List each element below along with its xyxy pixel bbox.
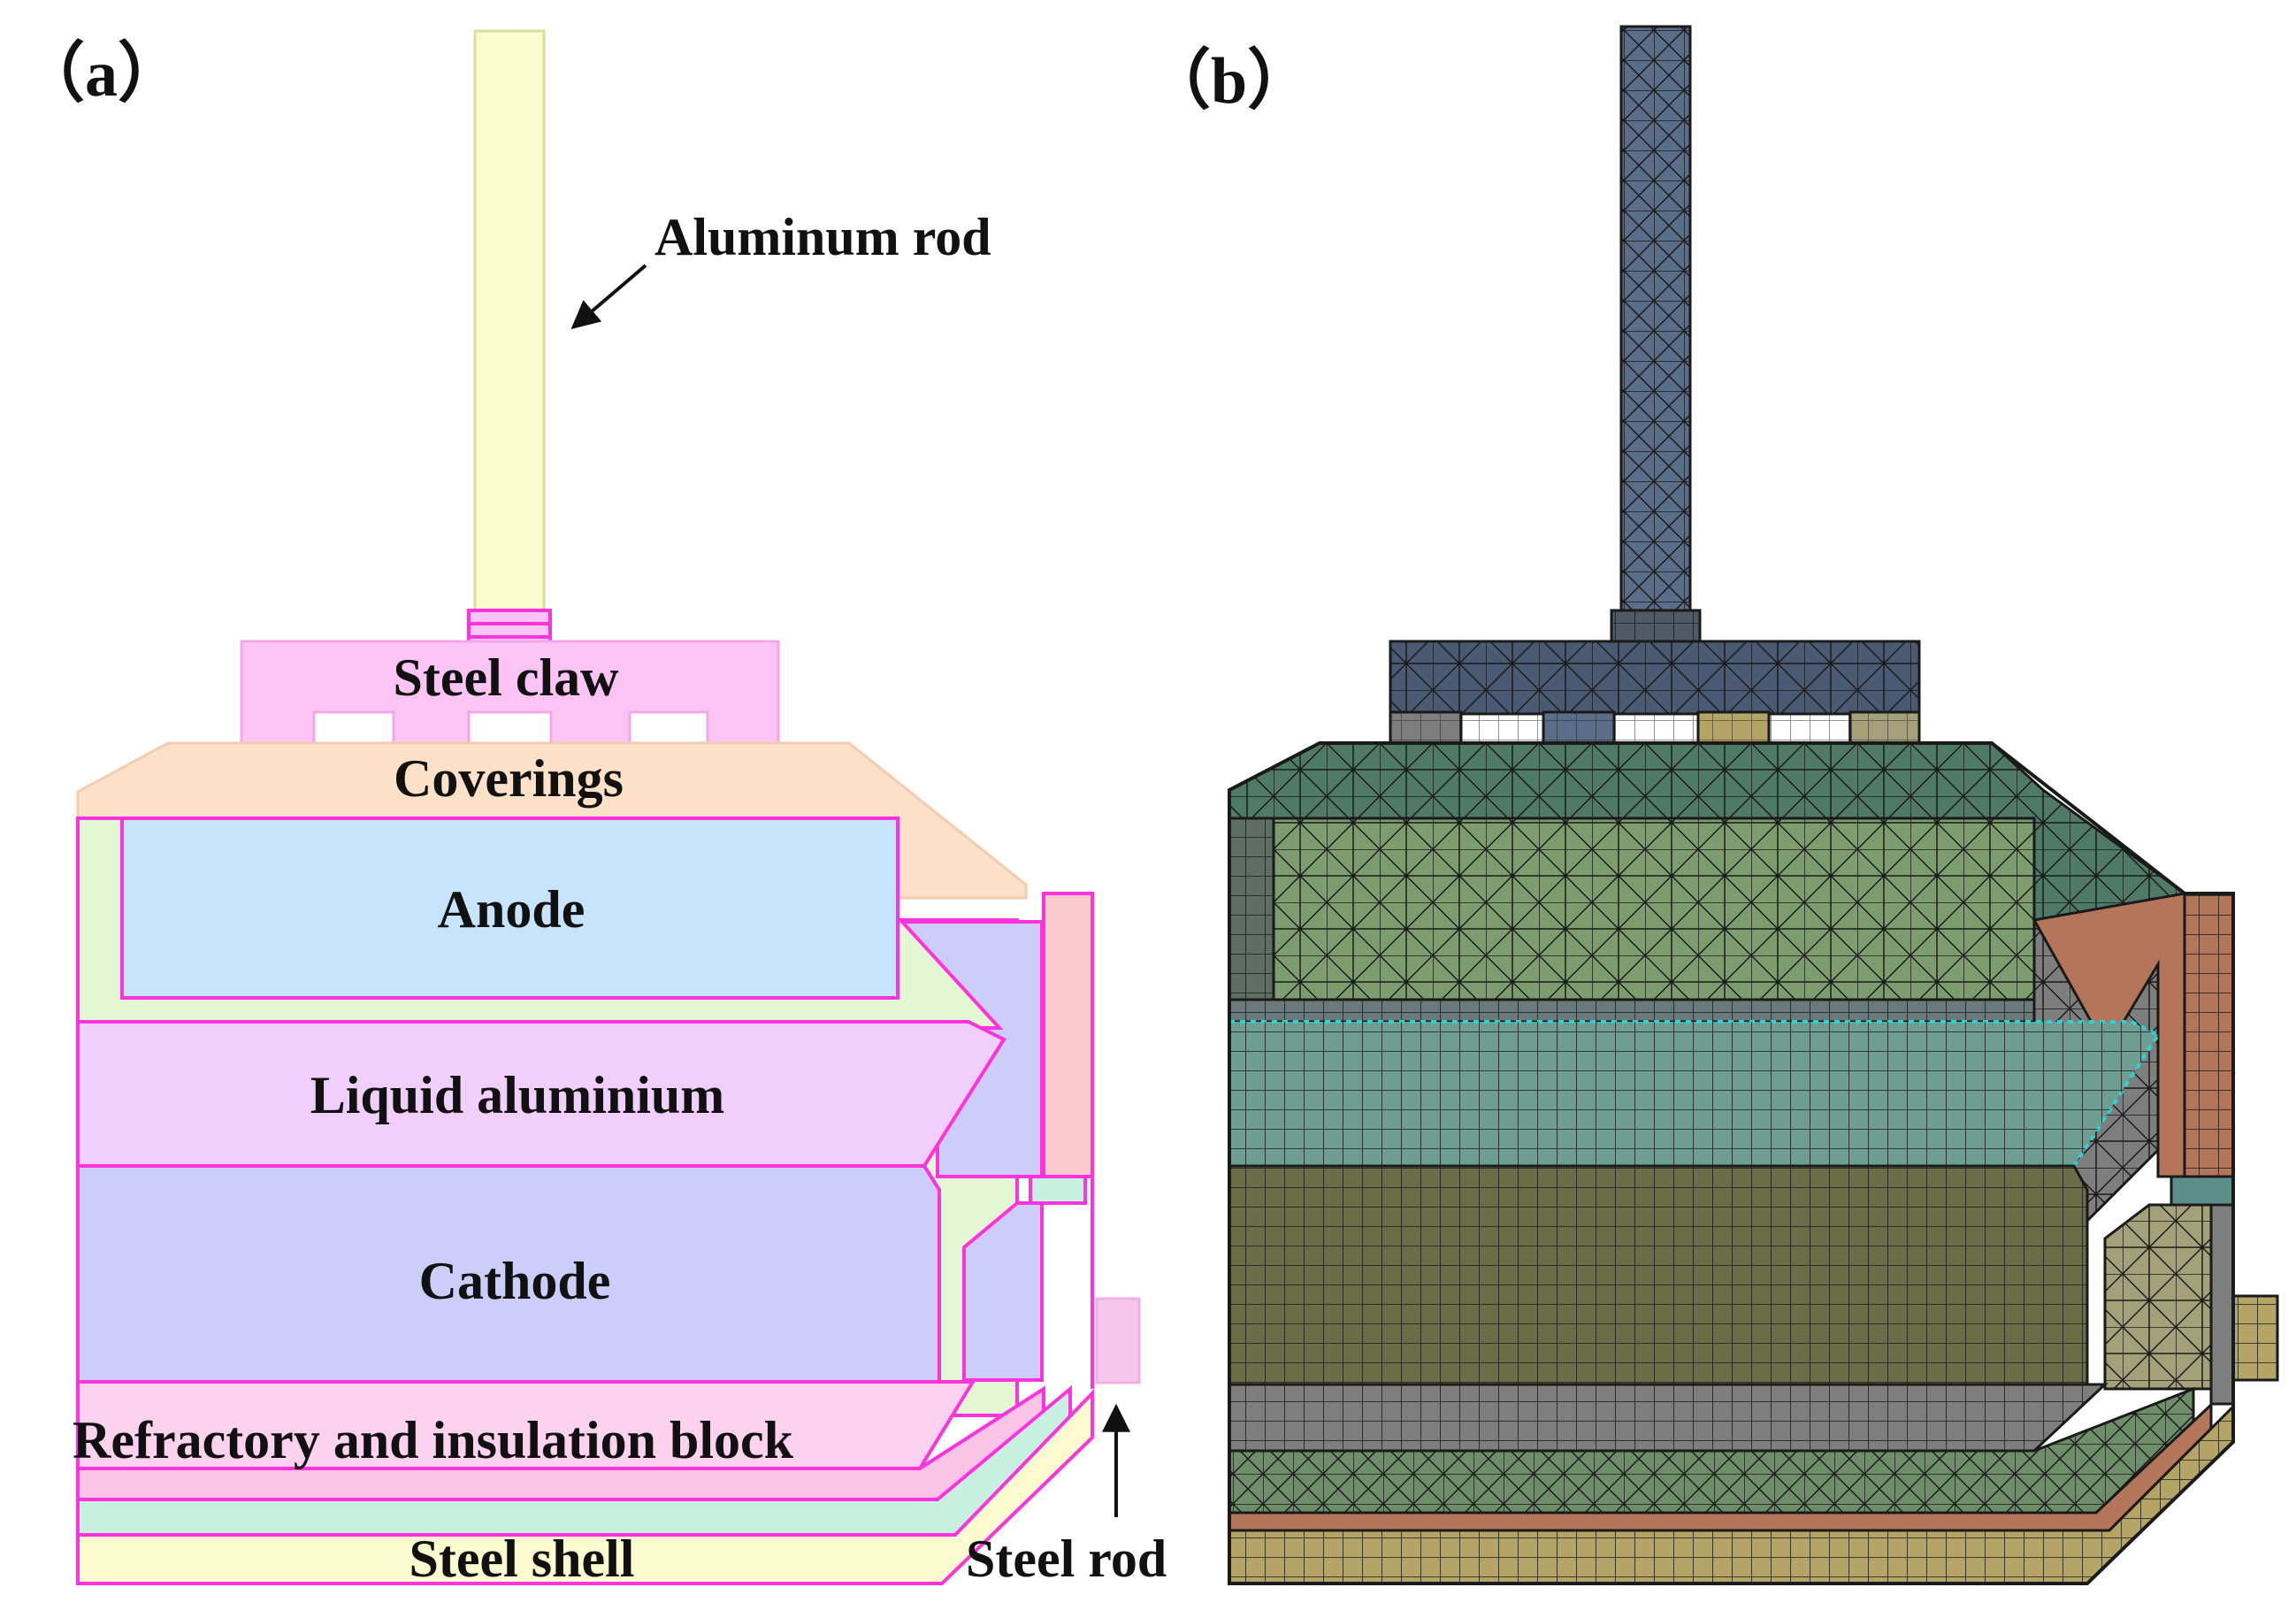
mesh-side-block-grid (2105, 1205, 2211, 1389)
anode-label: Anode (438, 880, 585, 939)
aluminum-rod-label: Aluminum rod (654, 208, 991, 266)
mesh-steel-shell-grid (1229, 1407, 2233, 1583)
aluminum-rod-shape (473, 29, 546, 617)
coverings-label: Coverings (394, 749, 624, 808)
mesh-insulation-grid (1229, 1389, 2193, 1513)
mesh-anode-grid (1274, 818, 2034, 1000)
side-strip-shape (1042, 892, 1094, 1178)
steel-shell-label: Steel shell (409, 1530, 635, 1588)
panel-b: （b） (1145, 25, 2279, 1585)
mesh-liquid-aluminium-grid (1229, 1022, 2158, 1166)
mesh-copper-column-grid (2185, 893, 2233, 1177)
mesh-coverings-grid (1229, 743, 2185, 920)
mesh-claw-leg-grid (1390, 712, 1919, 744)
mesh-left-column-grid (1229, 818, 1274, 1022)
mesh-cathode-grid (1229, 1166, 2087, 1384)
mesh-steel-rod-grid (2233, 1296, 2277, 1380)
mesh-outline (1228, 741, 2235, 1585)
anode-shape (120, 817, 899, 1000)
side-strip-inner (1029, 1175, 1087, 1205)
mesh-refractory-grid (1229, 1384, 2105, 1451)
aluminum-rod-arrow (570, 264, 647, 330)
panel-a: （a） Alu (19, 29, 1167, 1588)
mesh-claw-grid (1390, 641, 1919, 714)
steel-shell-shape (76, 1389, 1094, 1585)
steel-claw-label: Steel claw (394, 648, 620, 707)
steel-rod-label: Steel rod (966, 1530, 1167, 1588)
mesh-rod-grid (1621, 27, 1690, 612)
panel-b-label: （b） (1145, 45, 1313, 118)
mesh-teal-strip (2170, 1175, 2235, 1207)
mesh-bath-grid (1229, 1000, 2154, 1022)
steel-rod-shape (1095, 1297, 1141, 1384)
panel-a-label: （a） (19, 38, 183, 111)
cathode-label: Cathode (419, 1252, 611, 1310)
refractory-label: Refractory and insulation block (73, 1411, 794, 1469)
cathode-shape (76, 1164, 941, 1384)
mesh-grey-strip (2209, 1203, 2235, 1406)
liquid-aluminium-label: Liquid aluminium (310, 1066, 725, 1124)
liquid-aluminium-shape (76, 1020, 1006, 1168)
